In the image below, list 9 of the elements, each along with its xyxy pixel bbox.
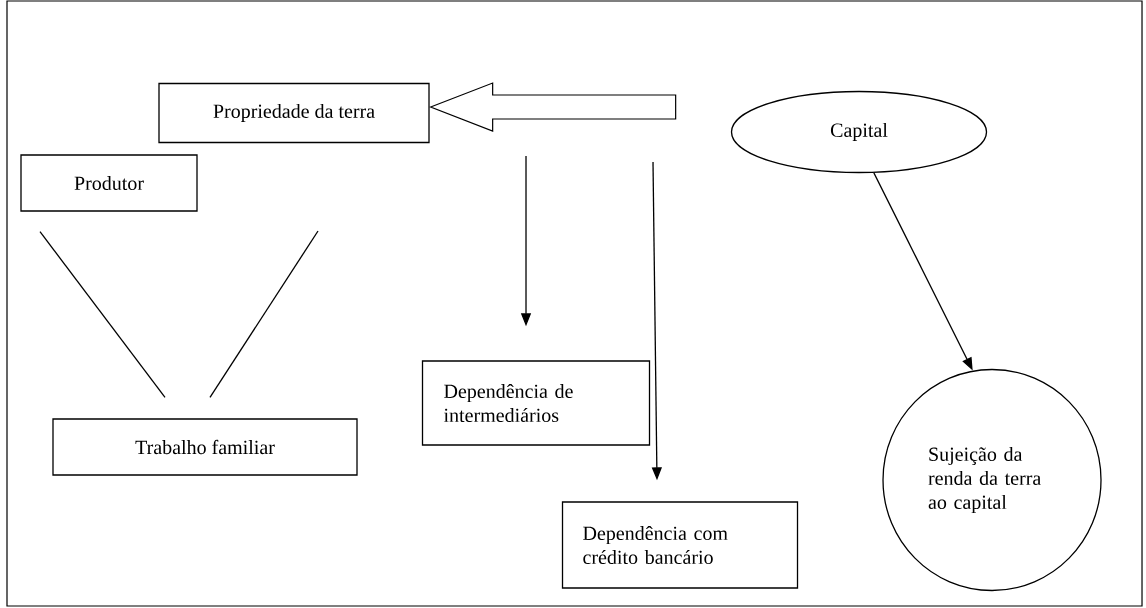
text-box: Dependência com crédito bancário xyxy=(561,501,799,589)
connector-line xyxy=(209,230,319,398)
text-box: Produtor xyxy=(20,154,198,212)
ellipse-node: Capital xyxy=(730,90,988,174)
text-box: Propriedade da terra xyxy=(158,82,430,144)
ellipse-node: Sujeição da renda da terra ao capital xyxy=(882,368,1102,592)
text-box: Trabalho familiar xyxy=(52,418,358,476)
connector-line xyxy=(39,231,166,398)
text-box: Dependência de intermediários xyxy=(421,360,651,446)
